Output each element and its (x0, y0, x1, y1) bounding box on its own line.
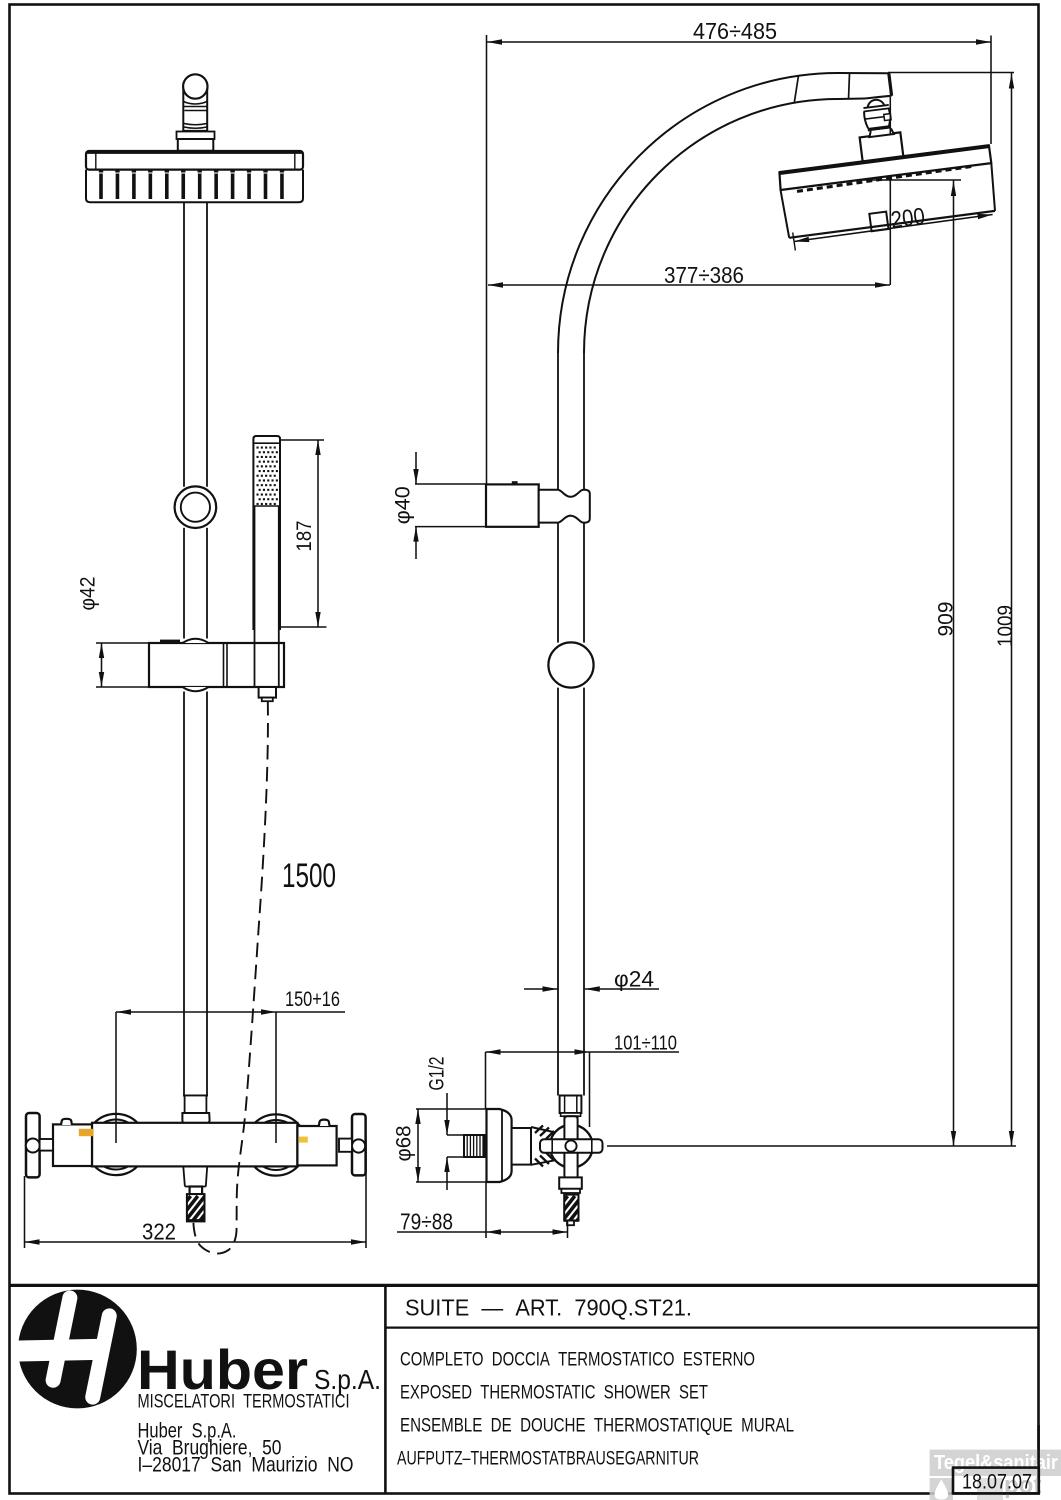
svg-text:Huber S.p.A.: Huber S.p.A. (138, 1420, 237, 1443)
svg-text:φ68: φ68 (392, 1125, 416, 1161)
svg-text:Huber: Huber (137, 1338, 308, 1401)
svg-text:1500: 1500 (282, 857, 336, 895)
svg-text:G1/2: G1/2 (425, 1057, 449, 1091)
svg-text:S.p.A.: S.p.A. (314, 1364, 381, 1395)
svg-text:COMPLETO DOCCIA TERMOSTATICO: COMPLETO DOCCIA TERMOSTATICO ESTERNO (400, 1350, 755, 1371)
svg-text:377÷386: 377÷386 (664, 262, 744, 288)
svg-text:322: 322 (142, 1219, 176, 1245)
svg-text:AUFPUTZ–THERMOSTATBRAUSEGARNIT: AUFPUTZ–THERMOSTATBRAUSEGARNITUR (397, 1449, 699, 1470)
svg-text:150+16: 150+16 (285, 988, 340, 1011)
svg-text:200: 200 (889, 203, 926, 233)
svg-text:EXPOSED THERMOSTATIC SHOWER: EXPOSED THERMOSTATIC SHOWER SET (400, 1383, 708, 1404)
svg-text:I–28017 San Maurizio NO: I–28017 San Maurizio NO (138, 1454, 354, 1477)
svg-text:476÷485: 476÷485 (693, 18, 777, 44)
svg-text:18.07.07: 18.07.07 (962, 1471, 1032, 1494)
svg-text:187: 187 (292, 521, 316, 552)
svg-text:SUITE — ART. 790Q.ST21.: SUITE — ART. 790Q.ST21. (405, 1295, 692, 1321)
svg-text:79÷88: 79÷88 (400, 1209, 453, 1235)
svg-text:Via Brughiere, 50: Via Brughiere, 50 (138, 1437, 282, 1460)
svg-text:φ24: φ24 (614, 967, 654, 992)
svg-text:φ42: φ42 (76, 577, 100, 611)
svg-text:φ40: φ40 (391, 486, 415, 524)
svg-text:ENSEMBLE DE DOUCHE THERMOST: ENSEMBLE DE DOUCHE THERMOSTATIQUE MURAL (400, 1416, 794, 1437)
svg-text:101÷110: 101÷110 (614, 1032, 677, 1055)
svg-text:909: 909 (934, 602, 958, 637)
svg-text:1009: 1009 (993, 605, 1017, 647)
svg-text:MISCELATORI TERMOSTATICI: MISCELATORI TERMOSTATICI (138, 1392, 350, 1413)
